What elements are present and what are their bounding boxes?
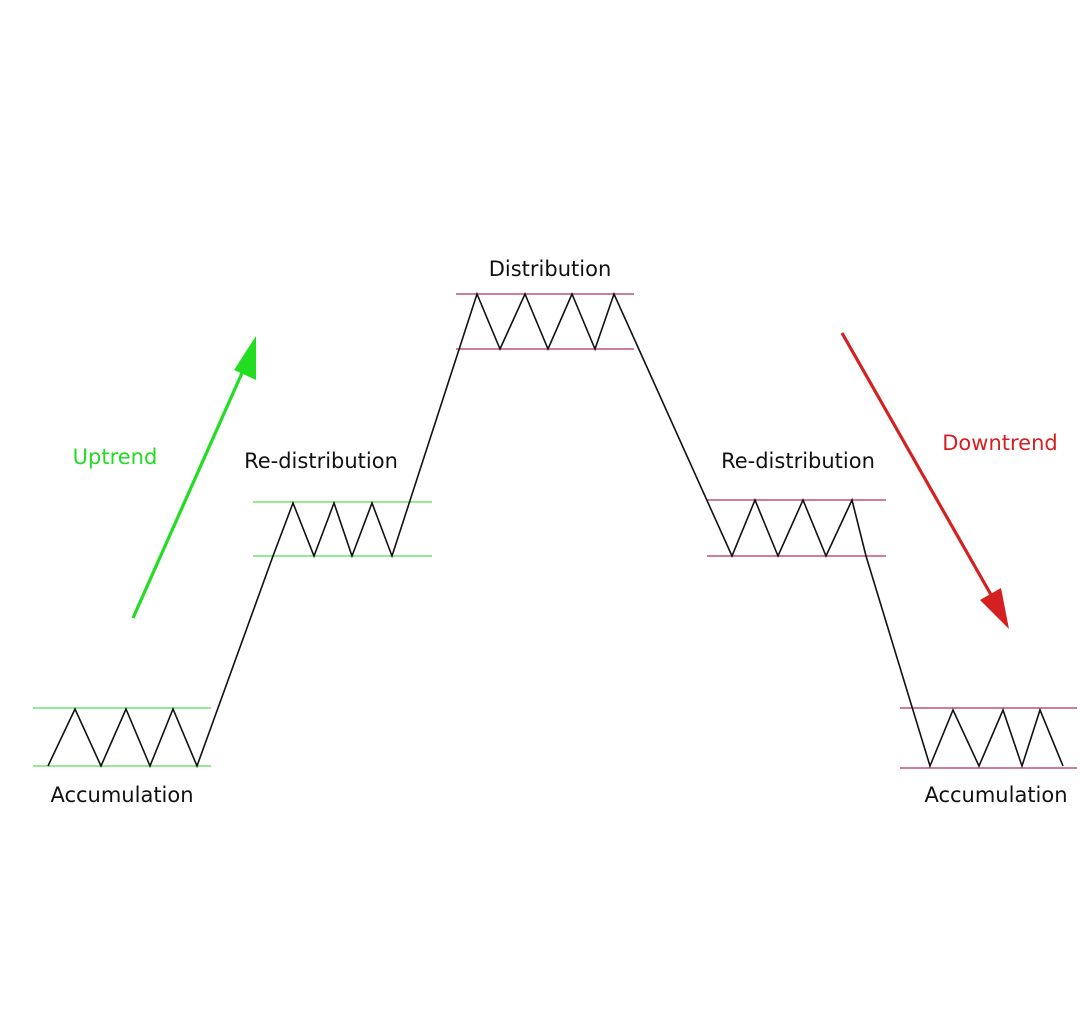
downtrend-label: Downtrend <box>942 431 1057 455</box>
accumulation-left-label: Accumulation <box>50 783 193 807</box>
uptrend-arrow <box>131 336 256 619</box>
downtrend-arrow <box>840 332 1009 629</box>
distribution-label: Distribution <box>489 257 612 281</box>
accumulation-right-label: Accumulation <box>924 783 1067 807</box>
range-bands <box>33 293 1077 769</box>
uptrend-label: Uptrend <box>73 445 158 469</box>
redistribution-right-label: Re-distribution <box>721 449 875 473</box>
price-path <box>47 291 1064 769</box>
redistribution-left-label: Re-distribution <box>244 449 398 473</box>
